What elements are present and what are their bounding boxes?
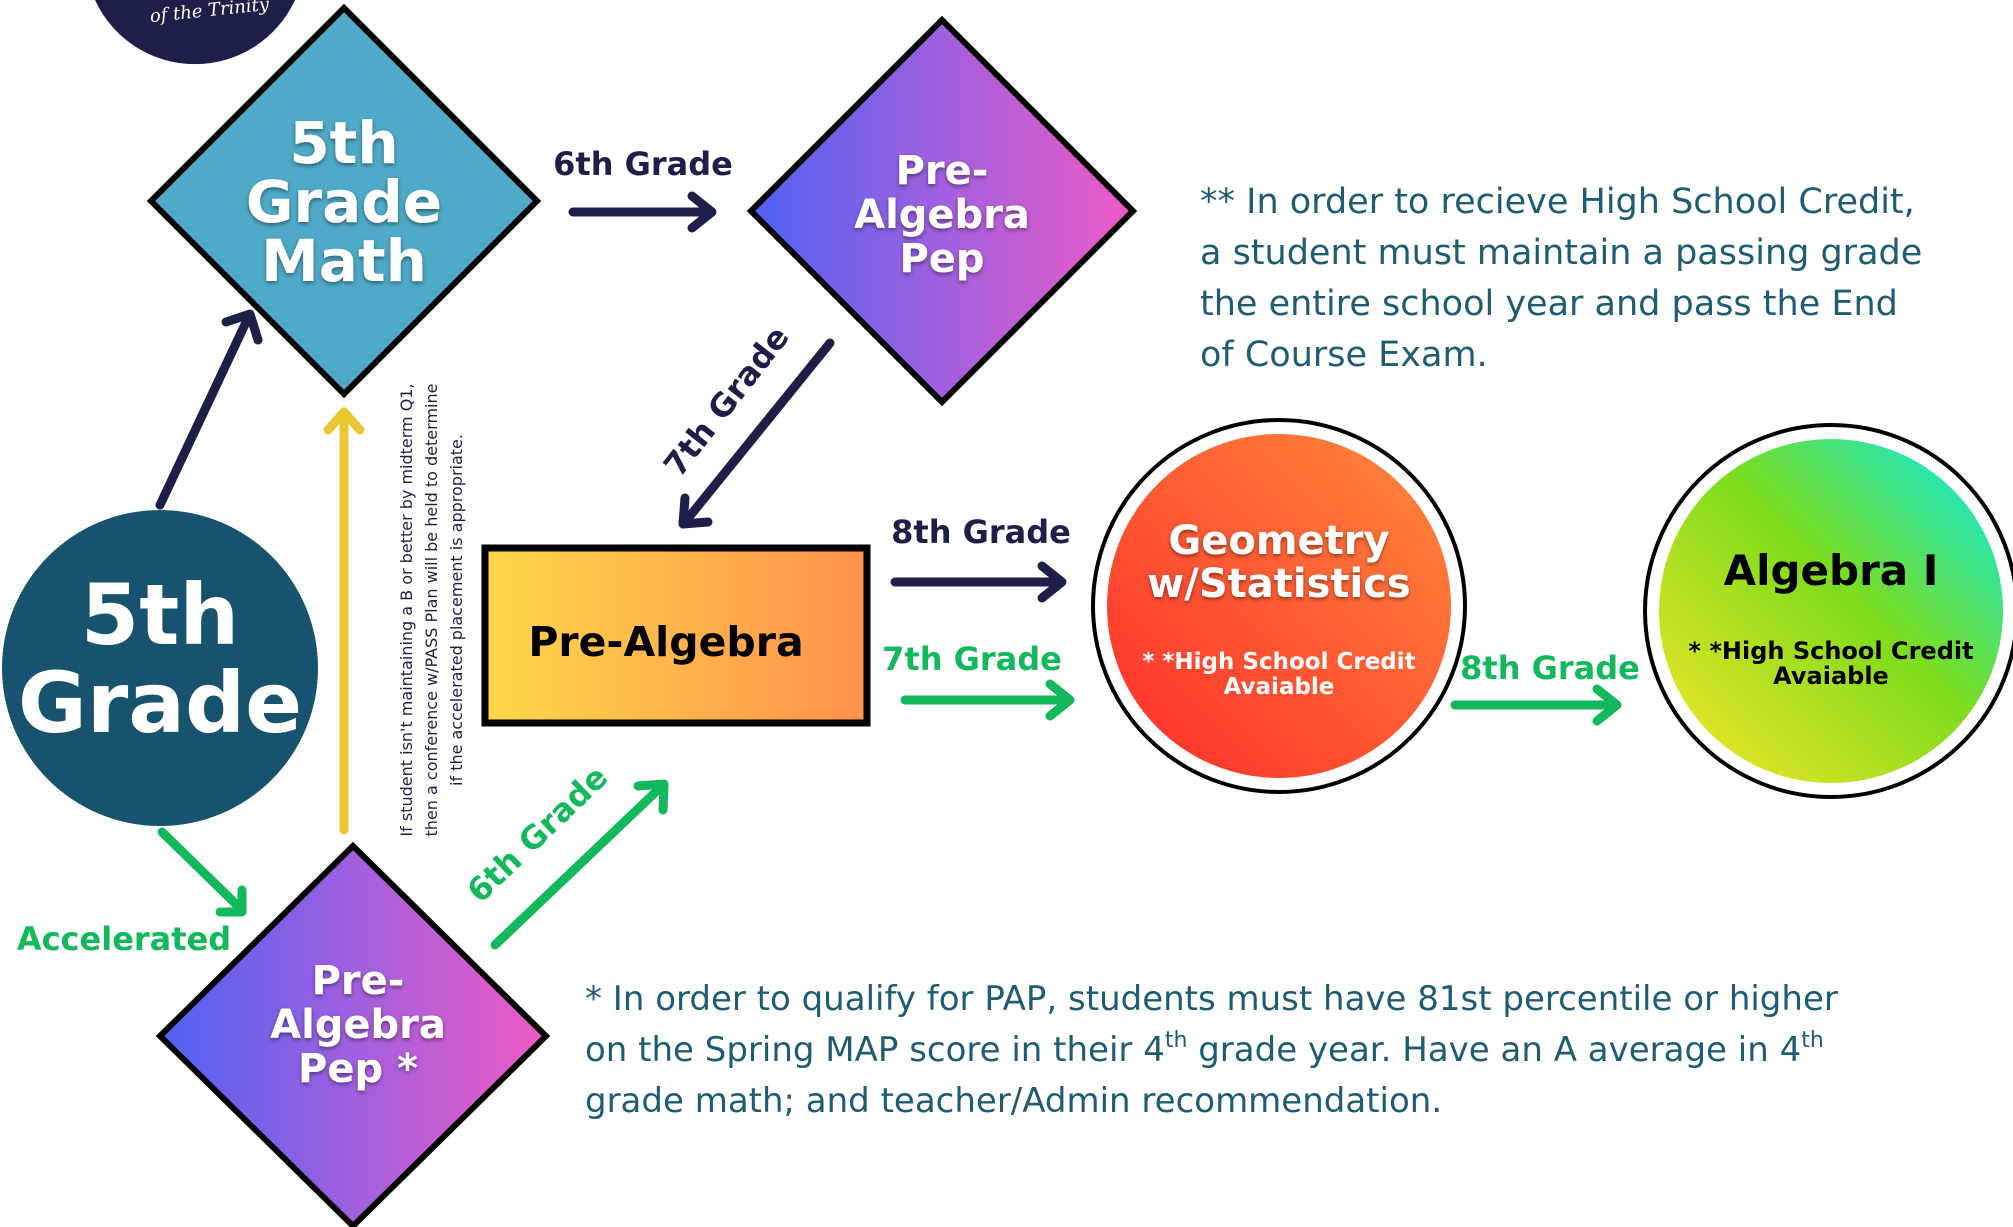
edge-label-8th-grade-dark: 8th Grade [891,513,1071,551]
node-geometry-line-2: w/Statistics [1147,561,1410,607]
node-5th-grade-math-shape [146,3,542,399]
midterm-note-line-2: then a conference w/PASS Plan will be he… [422,384,441,837]
pap-note-line-2: on the Spring MAP score in their 4th gra… [585,1028,1824,1070]
node-geometry-credit-2: Avaiable [1224,674,1335,700]
credit-note-line-1: ** In order to recieve High School Credi… [1200,182,1915,222]
node-algebra-1: Algebra I * *High School Credit Avaiable [1643,423,2013,799]
node-5th-grade-math-line-1: 5th [289,109,398,177]
node-5th-grade-shape [2,510,318,826]
node-pap-top-line-2: Algebra [854,192,1030,238]
node-pre-algebra-pap-top: Pre- Algebra Pep [746,15,1138,407]
pap-qualification-note: * In order to qualify for PAP, students … [585,979,1838,1121]
node-5th-grade: 5th Grade [2,510,318,826]
edge-label-7th-grade-green: 7th Grade [882,640,1062,678]
arrow-yellow-up [323,407,365,835]
node-geometry-shape [1107,434,1451,778]
node-geometry-credit-1: * *High School Credit [1142,649,1415,675]
edge-label-accelerated: Accelerated [17,920,231,958]
arrow-math-to-pap [568,191,717,233]
node-geometry-line-1: Geometry [1168,518,1389,564]
node-pre-algebra-pap-bottom-shape [155,841,551,1227]
arrow-prealgebra-to-geometry-green [900,679,1075,721]
pap-note-line-3: grade math; and teacher/Admin recommenda… [585,1081,1442,1121]
arrow-prealgebra-to-geometry-dark [890,561,1067,603]
node-algebra-1-credit-1: * *High School Credit [1688,637,1973,665]
midterm-note: If student isn't maintaining a B or bett… [397,383,466,836]
arrow-geometry-to-algebra [1450,684,1622,726]
node-algebra-1-shape [1659,439,2003,783]
arrow-5th-to-math [155,309,263,510]
arrow-accelerated [157,827,247,917]
node-5th-grade-math-line-3: Math [261,227,427,295]
arrow-pap-to-prealgebra [678,338,835,529]
credit-note-line-4: of Course Exam. [1200,335,1488,375]
edge-label-6th-grade-top: 6th Grade [553,145,733,183]
credit-note-line-3: the entire school year and pass the End [1200,284,1898,324]
edge-label-7th-grade-diagonal: 7th Grade [656,319,797,484]
node-pap-top-line-1: Pre- [896,148,989,194]
credit-note-line-2: a student must maintain a passing grade [1200,233,1922,273]
node-geometry: Geometry w/Statistics * *High School Cre… [1091,418,1467,794]
edge-label-8th-grade-green: 8th Grade [1460,649,1640,687]
midterm-note-line-1: If student isn't maintaining a B or bett… [397,383,416,836]
node-algebra-1-label: Algebra I [1724,546,1939,595]
school-logo: of the Trinity [95,0,295,65]
node-pre-algebra: Pre-Algebra [481,544,871,727]
high-school-credit-note: ** In order to recieve High School Credi… [1200,182,1922,375]
arrow-pap-bottom-to-prealgebra [490,779,669,950]
edge-label-6th-grade-diagonal: 6th Grade [460,758,616,910]
node-pap-bottom-line-3: Pep * [298,1046,418,1092]
node-5th-grade-line-2: Grade [18,654,302,752]
node-pre-algebra-shape [481,544,871,727]
node-algebra-1-credit-2: Avaiable [1773,662,1889,690]
node-pap-top-line-3: Pep [899,236,984,282]
node-pap-bottom-line-1: Pre- [312,958,405,1004]
pap-note-line-1: * In order to qualify for PAP, students … [585,979,1838,1019]
node-pre-algebra-pap-bottom: Pre- Algebra Pep * [155,841,551,1227]
node-5th-grade-line-1: 5th [81,566,239,664]
node-pap-bottom-line-2: Algebra [270,1002,446,1048]
node-5th-grade-math-line-2: Grade [246,168,442,236]
midterm-note-line-3: if the accelerated placement is appropri… [447,434,466,786]
node-pre-algebra-pap-top-shape [746,15,1138,407]
node-5th-grade-math: 5th Grade Math [146,3,542,399]
node-pre-algebra-label: Pre-Algebra [528,618,803,666]
